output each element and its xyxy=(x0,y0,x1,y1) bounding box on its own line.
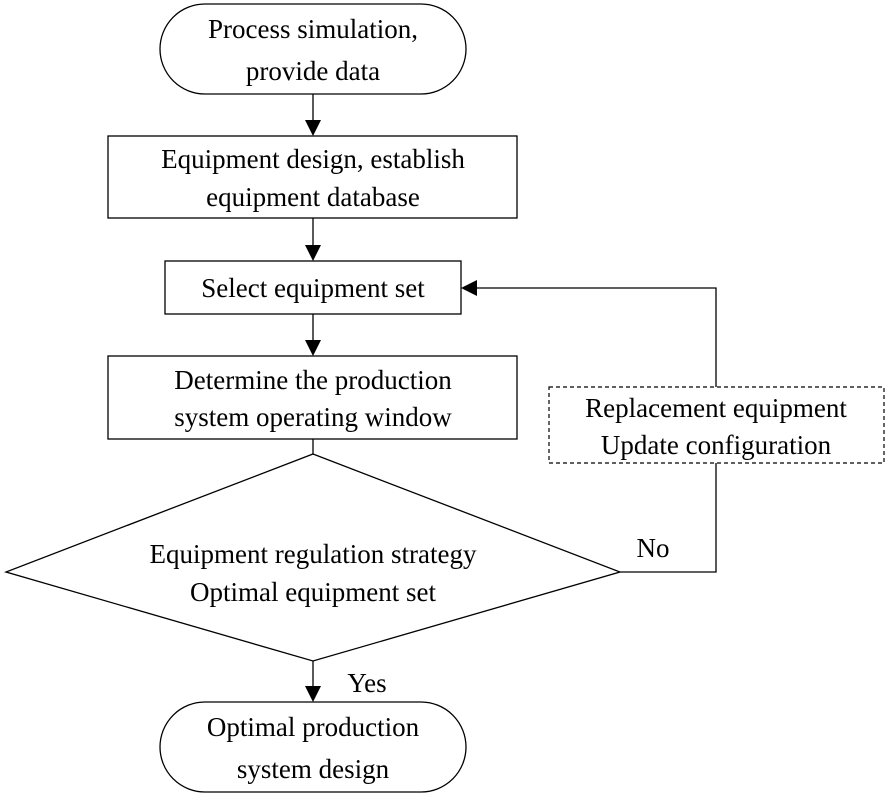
replacement-text-line1: Replacement equipment xyxy=(585,393,847,423)
end-text-line2: system design xyxy=(237,754,390,784)
operating-window-text-line1: Determine the production xyxy=(174,365,452,395)
select-equipment-set-text: Select equipment set xyxy=(201,273,425,303)
arrow-design-to-select xyxy=(305,218,321,261)
decision-diamond: Equipment regulation strategy Optimal eq… xyxy=(3,453,623,662)
end-terminator: Optimal production system design xyxy=(159,701,467,793)
replacement-text-line2: Update configuration xyxy=(601,430,832,460)
operating-window-text-line2: system operating window xyxy=(174,402,452,432)
replacement-equipment-box: Replacement equipment Update configurati… xyxy=(548,386,885,464)
start-terminator: Process simulation, provide data xyxy=(159,3,467,95)
select-equipment-set-box: Select equipment set xyxy=(164,260,462,315)
arrow-feedback-to-select xyxy=(461,280,717,387)
no-label: No xyxy=(637,533,670,563)
start-text-line1: Process simulation, xyxy=(208,14,418,44)
decision-text-line2: Optimal equipment set xyxy=(190,577,436,607)
decision-text-line1: Equipment regulation strategy xyxy=(150,539,477,569)
operating-window-box: Determine the production system operatin… xyxy=(107,355,518,440)
start-text-line2: provide data xyxy=(246,56,380,86)
arrow-start-to-design xyxy=(305,94,321,136)
arrow-yes-branch: Yes xyxy=(305,661,387,702)
equipment-design-text-line1: Equipment design, establish xyxy=(161,144,465,174)
equipment-design-text-line2: equipment database xyxy=(206,182,420,212)
arrow-select-to-window xyxy=(305,314,321,356)
end-text-line1: Optimal production xyxy=(207,712,420,742)
yes-label: Yes xyxy=(347,668,386,698)
equipment-design-box: Equipment design, establish equipment da… xyxy=(107,135,518,219)
